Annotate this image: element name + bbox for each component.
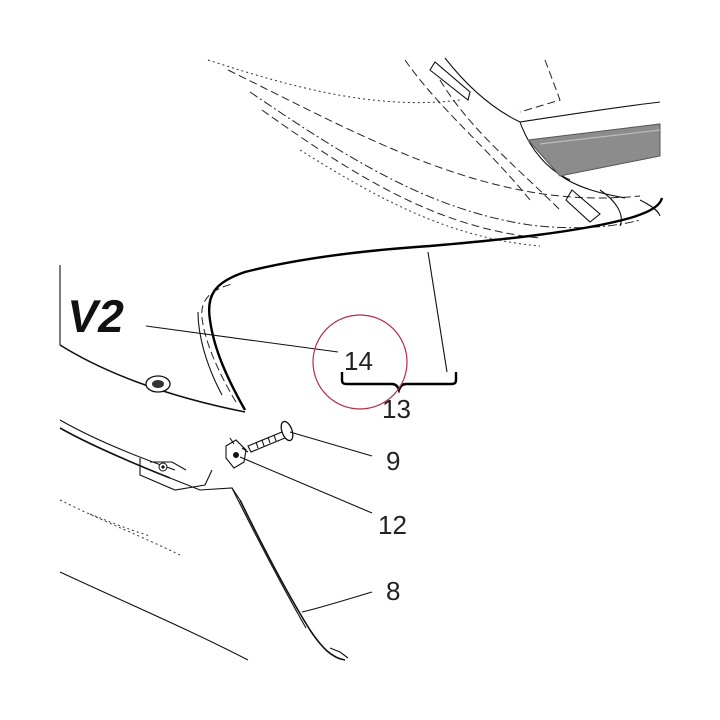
v2-badge-icon: V2 xyxy=(63,290,128,342)
leader-14 xyxy=(145,325,339,353)
callout-8: 8 xyxy=(386,576,400,606)
grey-trim-strip xyxy=(526,123,661,177)
callout-12: 12 xyxy=(378,510,407,540)
badge-lettering: V2 xyxy=(63,290,128,342)
lower-bumper-section xyxy=(59,419,349,661)
leader-lines xyxy=(145,251,448,613)
badge-panel: V2 xyxy=(59,265,246,413)
nut-icon xyxy=(225,437,249,469)
screw-icon xyxy=(247,420,294,453)
bracket-13 xyxy=(340,372,458,394)
callout-9: 9 xyxy=(386,446,400,476)
highlight-circle xyxy=(312,314,408,410)
leader-12 xyxy=(239,456,373,514)
leader-9 xyxy=(289,431,373,457)
rear-bumper-outline xyxy=(197,197,664,411)
fastener-hole-icon xyxy=(145,375,171,393)
callout-14: 14 xyxy=(344,346,373,376)
clip-icon xyxy=(158,462,168,472)
leader-8 xyxy=(301,591,373,613)
leader-13 xyxy=(427,251,448,373)
callout-13: 13 xyxy=(382,394,411,424)
